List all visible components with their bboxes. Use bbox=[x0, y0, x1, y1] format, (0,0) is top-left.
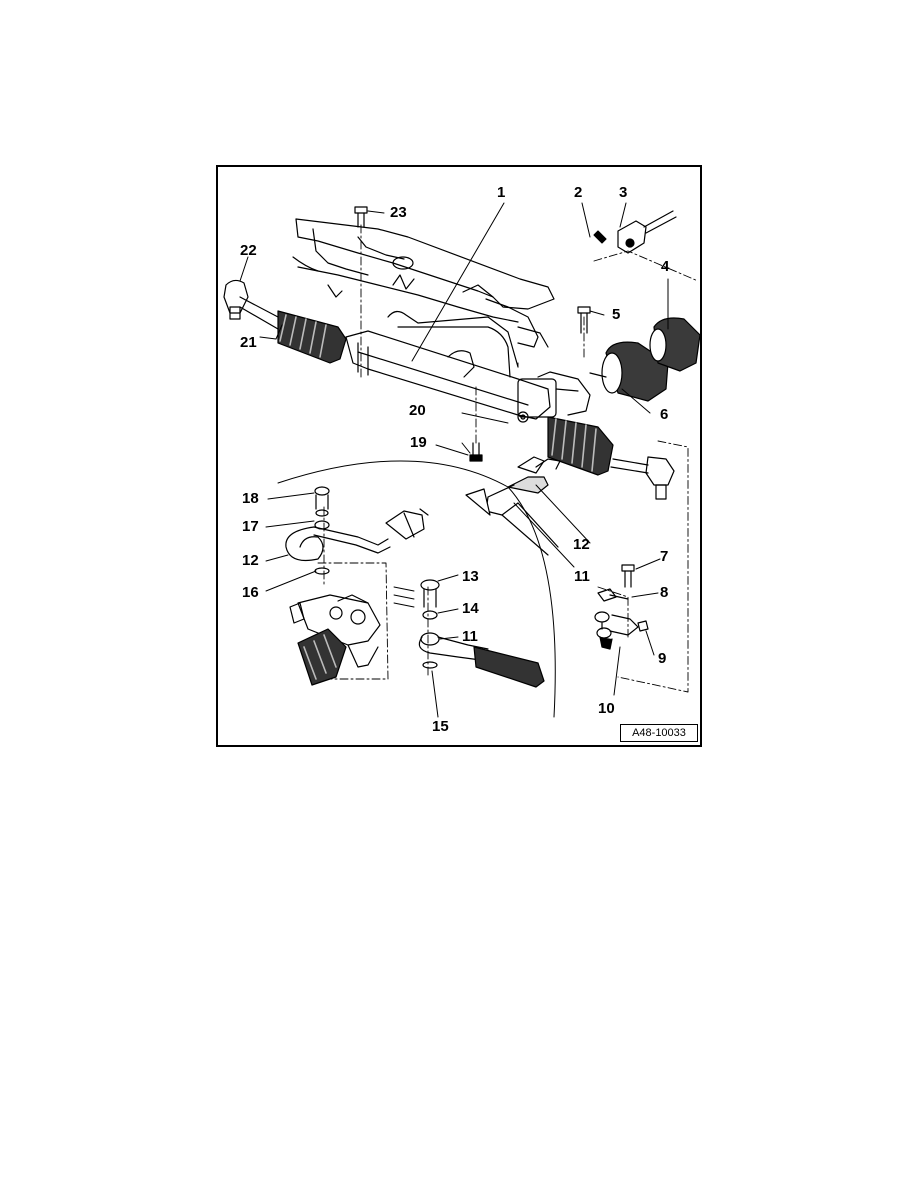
callout-2: 2 bbox=[574, 184, 583, 201]
callout-21: 21 bbox=[240, 334, 257, 351]
callout-3: 3 bbox=[619, 184, 628, 201]
universal-joint bbox=[593, 210, 677, 254]
detail-line-12 bbox=[285, 508, 429, 562]
callout-12-main: 12 bbox=[573, 536, 590, 553]
figure-reference-code: A48-10033 bbox=[620, 724, 698, 742]
diagram-drawing bbox=[223, 202, 700, 718]
detail-line-11 bbox=[418, 579, 545, 688]
callout-10: 10 bbox=[598, 700, 615, 717]
steering-gear-exploded-diagram: 1 2 3 4 5 6 7 8 9 10 11 12 13 14 11 15 1… bbox=[216, 165, 702, 747]
detail-pointer bbox=[465, 488, 491, 516]
bolts bbox=[354, 206, 635, 588]
detail-circle bbox=[277, 460, 556, 718]
callout-22: 22 bbox=[240, 242, 257, 259]
left-tie-rod bbox=[223, 279, 279, 330]
callout-23: 23 bbox=[390, 204, 407, 221]
callout-5: 5 bbox=[612, 306, 621, 323]
left-bellows-boot bbox=[277, 310, 347, 364]
callout-17: 17 bbox=[242, 518, 259, 535]
callout-11-detail: 11 bbox=[462, 628, 478, 645]
callout-15: 15 bbox=[432, 718, 449, 735]
callout-8: 8 bbox=[660, 584, 669, 601]
callout-4: 4 bbox=[661, 258, 670, 275]
right-tie-rod bbox=[610, 456, 675, 500]
callout-19: 19 bbox=[410, 434, 427, 451]
callout-11-main: 11 bbox=[574, 568, 590, 585]
callout-6: 6 bbox=[660, 406, 669, 423]
seal-boots bbox=[589, 317, 700, 402]
callout-9: 9 bbox=[658, 650, 667, 667]
callout-12-detail: 12 bbox=[242, 552, 259, 569]
detail-bracket bbox=[594, 588, 649, 650]
subframe bbox=[292, 218, 555, 348]
callout-13: 13 bbox=[462, 568, 479, 585]
steering-rack-housing bbox=[345, 310, 591, 423]
detail-valve-body bbox=[289, 586, 415, 686]
callout-20: 20 bbox=[409, 402, 426, 419]
callout-7: 7 bbox=[660, 548, 669, 565]
callout-18: 18 bbox=[242, 490, 259, 507]
leader-lines bbox=[239, 202, 669, 718]
callout-16: 16 bbox=[242, 584, 259, 601]
callout-14: 14 bbox=[462, 600, 479, 617]
callout-1: 1 bbox=[497, 184, 506, 201]
right-bellows-boot bbox=[547, 416, 614, 476]
